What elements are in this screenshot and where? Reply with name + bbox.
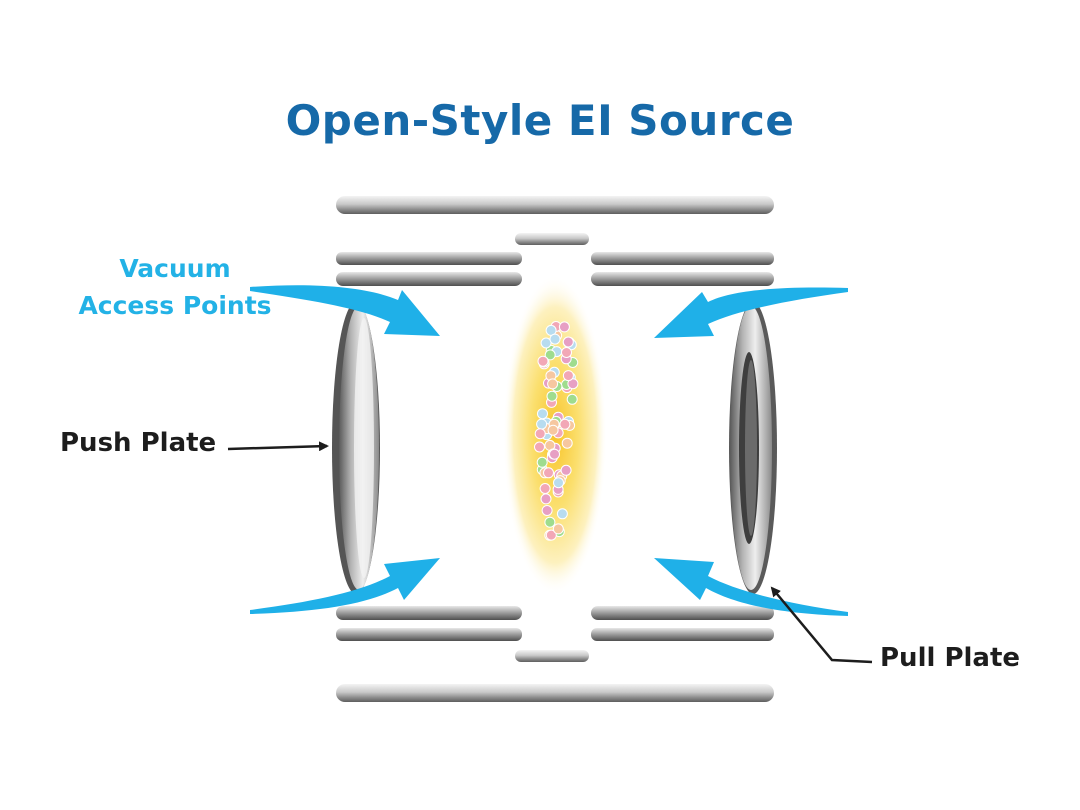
vacuum-arrow-top-right bbox=[654, 287, 848, 338]
vacuum-arrow-top-left bbox=[250, 285, 440, 336]
vacuum-arrow-bottom-left bbox=[250, 558, 440, 614]
ion-particle bbox=[561, 347, 572, 358]
ion-particle-cloud bbox=[534, 321, 579, 541]
ion-particle bbox=[534, 441, 545, 453]
ion-particle bbox=[536, 418, 548, 430]
ion-particle bbox=[552, 523, 564, 535]
ion-particle bbox=[556, 508, 568, 520]
ion-particle bbox=[541, 505, 553, 516]
ion-particle bbox=[543, 467, 554, 479]
push-plate-pointer bbox=[227, 441, 329, 452]
bottom-outer-plate bbox=[336, 684, 774, 702]
ion-particle bbox=[540, 337, 552, 349]
ion-particle bbox=[558, 321, 570, 333]
ion-particle bbox=[546, 390, 558, 402]
ion-particle bbox=[544, 516, 556, 528]
bottom-ring-left-2 bbox=[336, 628, 522, 641]
bottom-center-lens bbox=[515, 650, 589, 662]
ion-particle bbox=[562, 336, 574, 348]
ion-particle bbox=[537, 355, 549, 367]
ion-particle bbox=[534, 428, 546, 440]
ion-particle bbox=[544, 349, 556, 361]
ion-particle bbox=[547, 378, 559, 390]
bottom-ring-right-1 bbox=[591, 606, 774, 620]
ion-particle bbox=[537, 408, 548, 420]
ion-particle bbox=[562, 370, 574, 382]
vacuum-arrow-bottom-right bbox=[654, 558, 848, 616]
push-plate-disk bbox=[332, 302, 380, 594]
push-plate-label: Push Plate bbox=[60, 428, 217, 458]
top-center-lens bbox=[515, 233, 589, 245]
top-outer-plate bbox=[336, 196, 774, 214]
ion-particle bbox=[566, 393, 578, 405]
ion-particle bbox=[547, 424, 559, 436]
vacuum-label-line-1: Vacuum bbox=[119, 254, 231, 283]
bottom-ring-left-1 bbox=[336, 606, 522, 620]
ion-particle bbox=[559, 418, 571, 430]
pull-plate-pointer bbox=[770, 586, 873, 664]
ion-particle bbox=[553, 477, 564, 489]
ion-particle bbox=[540, 493, 552, 505]
ion-particle bbox=[549, 333, 561, 345]
diagram-title: Open-Style EI Source bbox=[285, 96, 795, 145]
top-ring-right-1 bbox=[591, 252, 774, 265]
vacuum-access-label: Vacuum Access Points bbox=[60, 250, 290, 324]
ion-particle bbox=[539, 483, 551, 494]
ion-particle bbox=[536, 456, 548, 468]
top-ring-left-2 bbox=[336, 272, 522, 286]
pull-plate-label: Pull Plate bbox=[880, 643, 1021, 673]
ion-particle bbox=[549, 448, 560, 460]
top-ring-right-2 bbox=[591, 272, 774, 286]
bottom-ring-right-2 bbox=[591, 628, 774, 641]
pull-plate-ring bbox=[729, 302, 777, 594]
top-ring-left-1 bbox=[336, 252, 522, 265]
ion-particle bbox=[545, 529, 557, 541]
vacuum-label-line-2: Access Points bbox=[78, 291, 272, 320]
ion-particle bbox=[560, 464, 572, 476]
ion-particle bbox=[561, 437, 573, 449]
